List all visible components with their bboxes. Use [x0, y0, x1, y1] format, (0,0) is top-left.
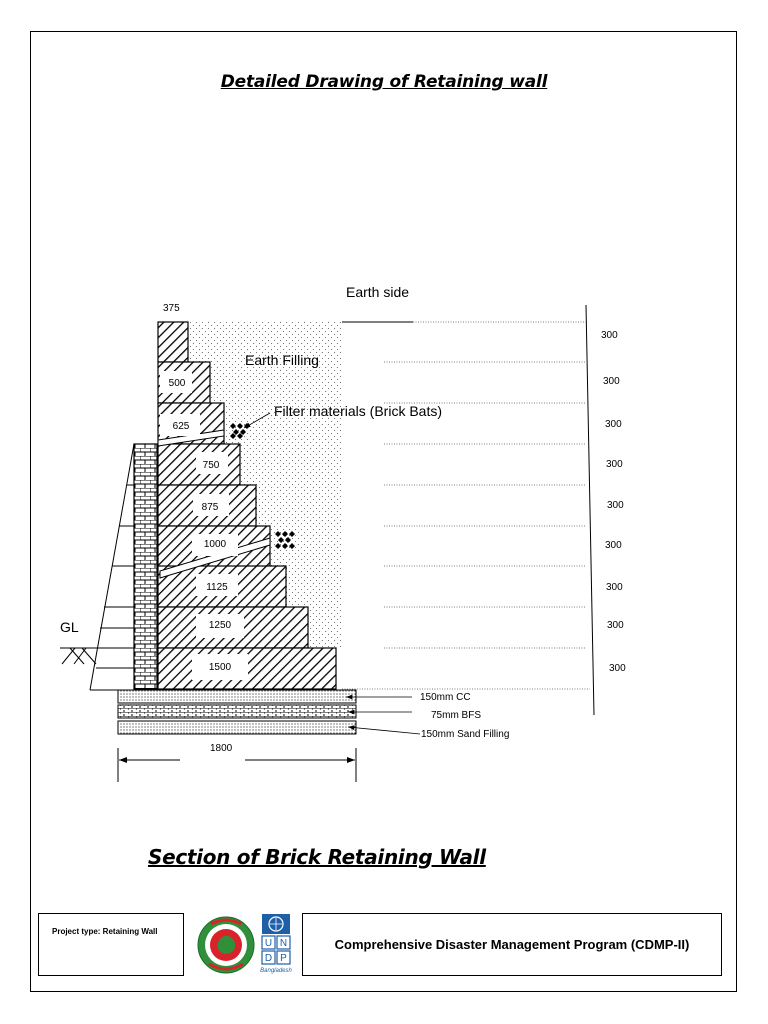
- project-type-box: Project type: Retaining Wall: [38, 913, 184, 976]
- height-label: 300: [606, 582, 623, 593]
- drawing-title: Detailed Drawing of Retaining wall: [220, 72, 548, 92]
- height-label: 300: [603, 376, 620, 387]
- earth-side-label: Earth side: [346, 284, 409, 300]
- top-width-label: 375: [163, 303, 180, 314]
- program-name: Comprehensive Disaster Management Progra…: [334, 937, 690, 952]
- bfs-label: 75mm BFS: [431, 710, 481, 721]
- foundation-leaders: [346, 694, 421, 735]
- front-slope: [89, 443, 135, 691]
- step-label-625: 625: [173, 421, 190, 432]
- undp-country: Bangladesh: [260, 968, 292, 974]
- page-frame: [30, 31, 737, 992]
- undp-letter: N: [280, 938, 287, 949]
- step-top: [157, 321, 189, 363]
- earth-filling-area: [188, 322, 342, 648]
- filter-leader: [243, 412, 271, 429]
- section-title: Section of Brick Retaining Wall: [148, 845, 486, 869]
- undp-letter: U: [265, 938, 272, 949]
- step-1125: [157, 565, 287, 608]
- step-label-750: 750: [203, 460, 220, 471]
- step-label-875: 875: [202, 502, 219, 513]
- undp-letter: P: [280, 953, 287, 964]
- filter-materials-label: Filter materials (Brick Bats): [274, 403, 442, 419]
- brick-facing: [133, 443, 158, 690]
- height-dimension-line: [585, 304, 595, 716]
- step-label-1250: 1250: [209, 620, 232, 631]
- sand-layer: [117, 720, 357, 735]
- bangladesh-govt-logo: [197, 916, 255, 974]
- base-width-label: 1800: [210, 743, 233, 754]
- project-type-text: Project type: Retaining Wall: [52, 927, 158, 936]
- gl-label: GL: [60, 619, 79, 635]
- cc-label: 150mm CC: [420, 692, 471, 703]
- height-labels: 300 300 300 300 300 300 300 300 300: [601, 330, 626, 674]
- height-leaders: [342, 321, 590, 690]
- height-label: 300: [606, 459, 623, 470]
- height-label: 300: [601, 330, 618, 341]
- height-label: 300: [607, 500, 624, 511]
- height-label: 300: [605, 419, 622, 430]
- undp-letter: D: [265, 953, 272, 964]
- height-label: 300: [607, 620, 624, 631]
- bfs-layer: [117, 704, 357, 719]
- ground-level-symbol: [60, 647, 134, 665]
- program-name-box: Comprehensive Disaster Management Progra…: [302, 913, 722, 976]
- step-label-1000: 1000: [204, 539, 227, 550]
- step-label-1125: 1125: [206, 582, 228, 593]
- height-label: 300: [605, 540, 622, 551]
- cc-layer: [117, 689, 357, 704]
- earth-filling-label: Earth Filling: [245, 352, 319, 368]
- sand-label: 150mm Sand Filling: [421, 729, 509, 740]
- undp-logo: U N D P Bangladesh: [259, 914, 295, 986]
- step-label-1500: 1500: [209, 662, 232, 673]
- step-labels: 500 625 750 875 1000 1125 1250 1500: [160, 371, 248, 680]
- step-label-500: 500: [169, 378, 186, 389]
- base-width-dimension: [117, 748, 357, 782]
- height-label: 300: [609, 663, 626, 674]
